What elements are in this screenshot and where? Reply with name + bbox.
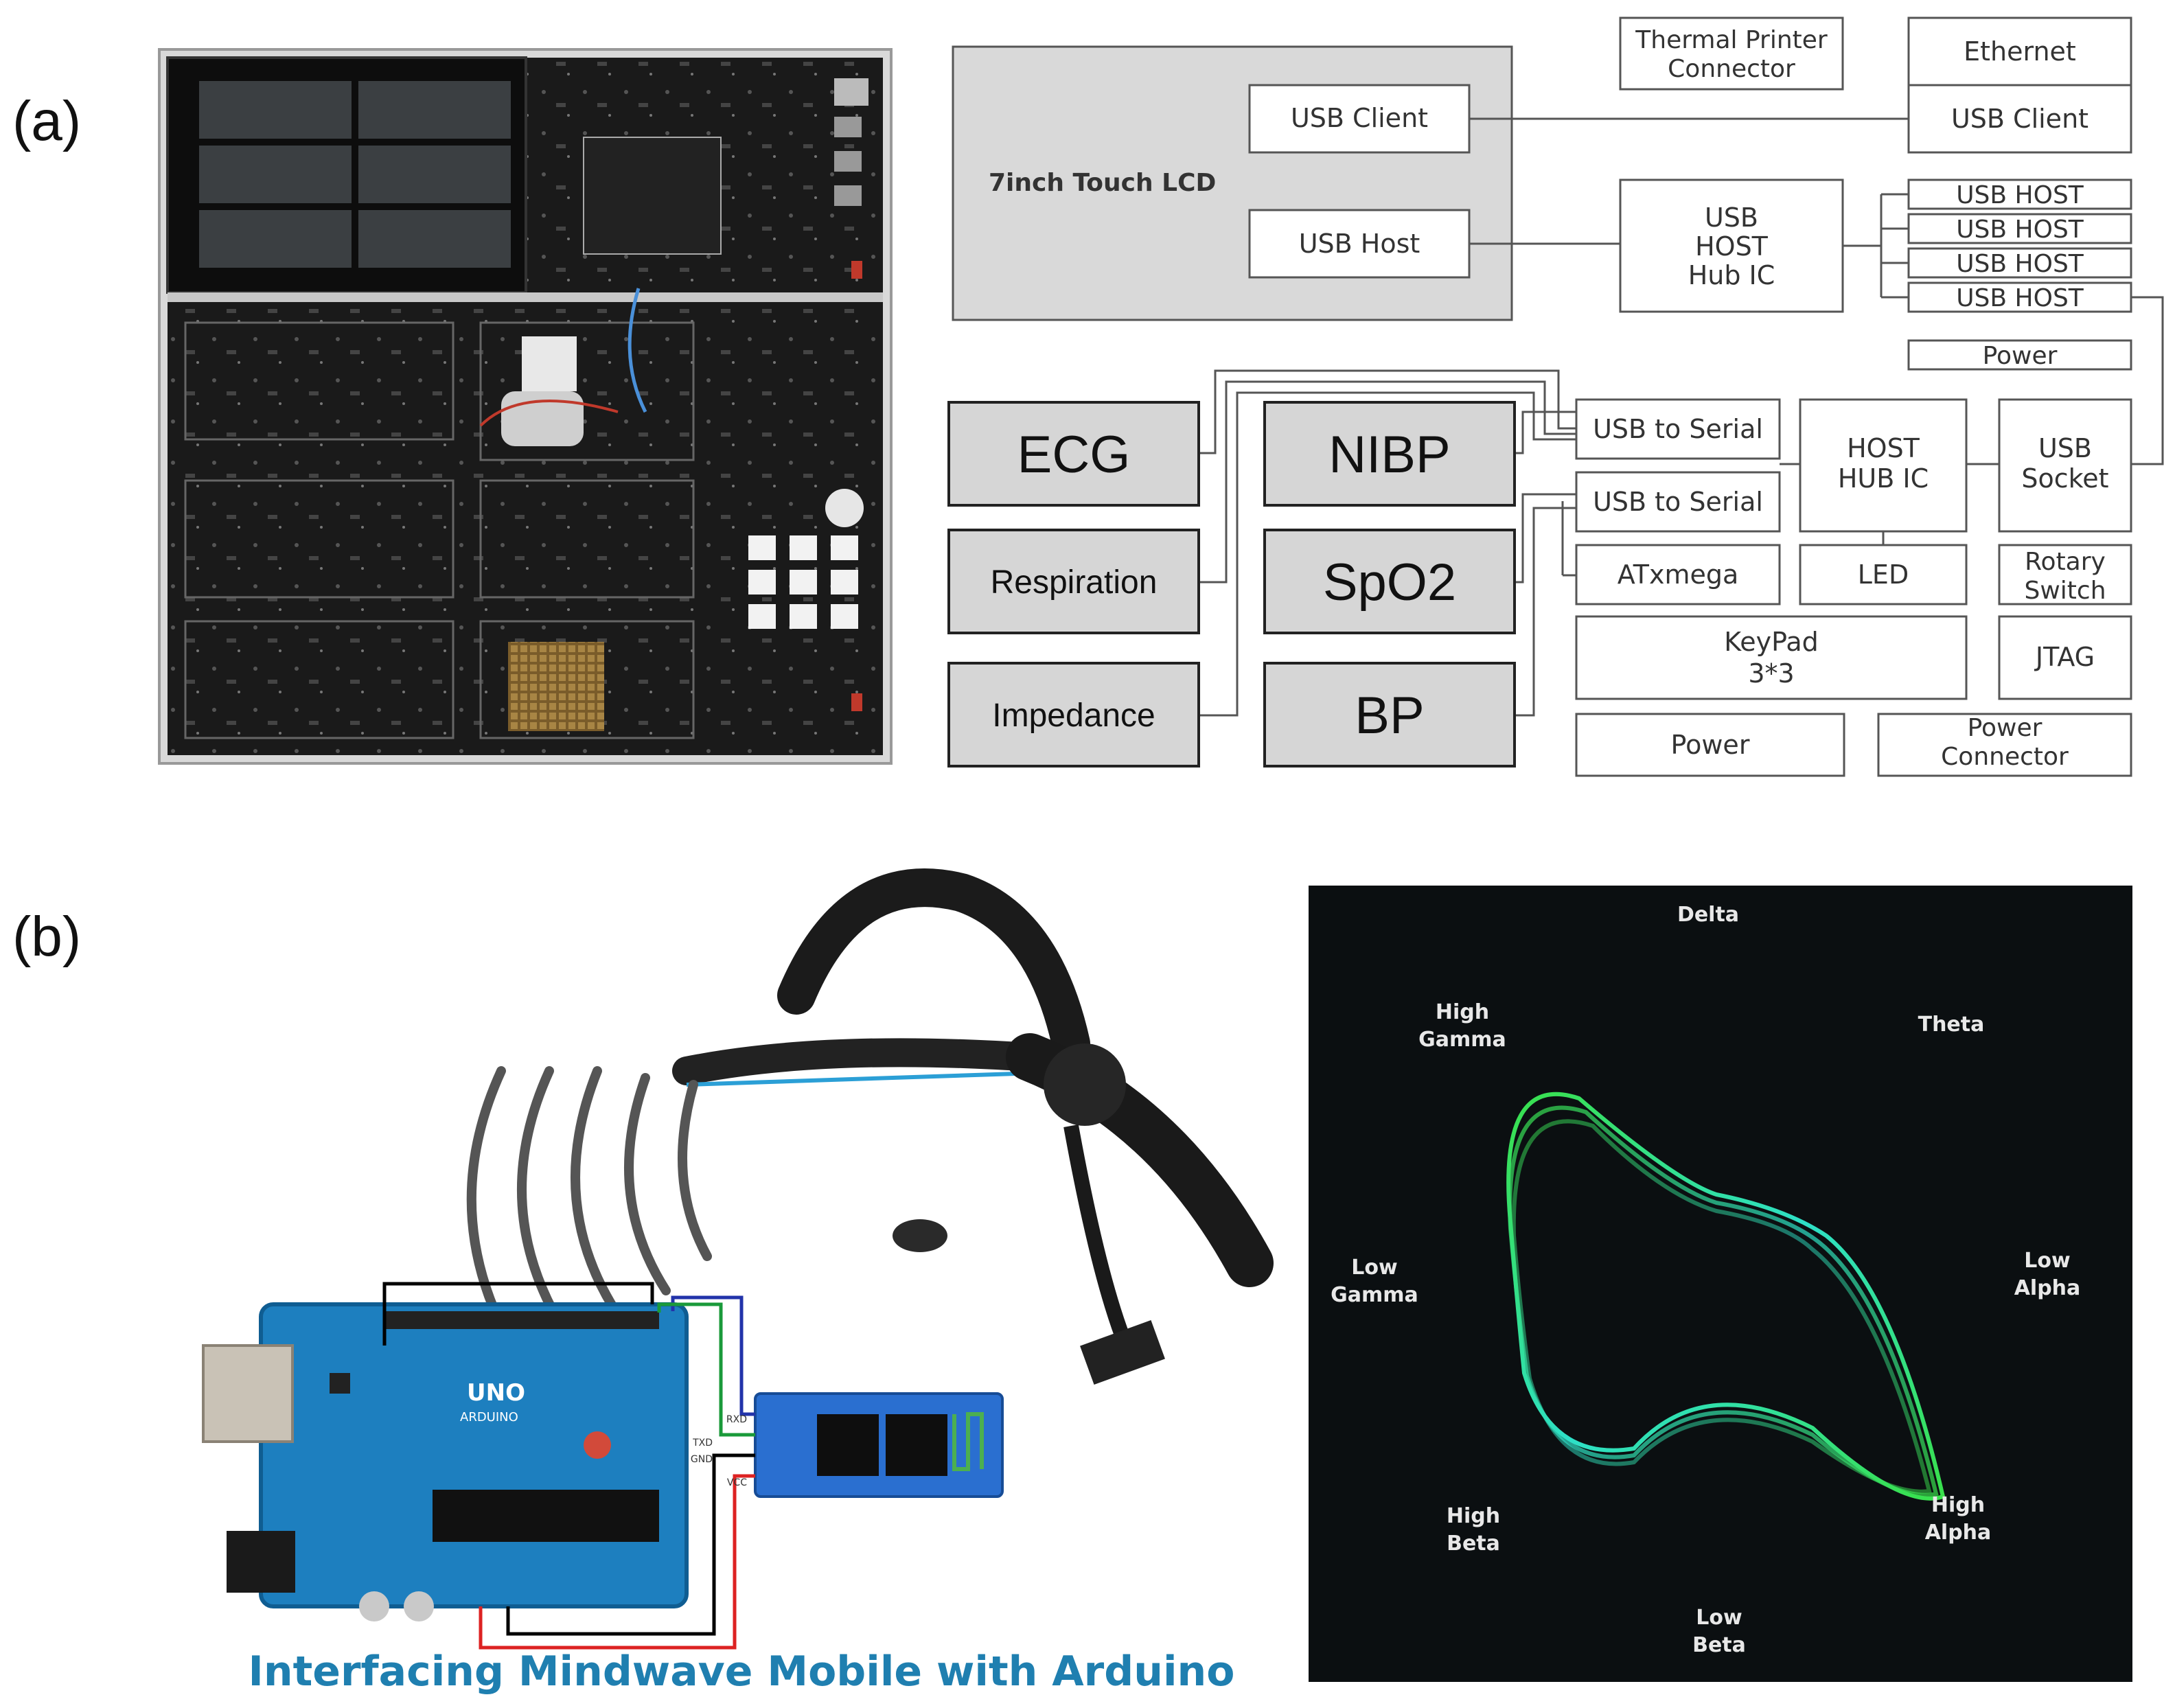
pin-vcc: VCC <box>727 1477 747 1488</box>
label-low-gamma-1: Low <box>1351 1256 1397 1280</box>
pin-gnd: GND <box>691 1454 713 1465</box>
usb-host-port-3: USB HOST <box>1956 250 2084 278</box>
lcd-usb-host: USB Host <box>1299 229 1420 259</box>
label-low-gamma-2: Gamma <box>1331 1283 1418 1307</box>
label-low-beta-2: Beta <box>1692 1633 1746 1657</box>
label-high-beta-2: Beta <box>1447 1532 1500 1556</box>
pin-txd: TXD <box>692 1438 713 1449</box>
host-hub-line2: HUB IC <box>1838 463 1929 494</box>
right-usb-client: USB Client <box>1951 104 2088 134</box>
usb-host-port-2: USB HOST <box>1956 216 2084 244</box>
headset-band <box>777 868 1090 1063</box>
lcd-usb-client: USB Client <box>1291 103 1428 133</box>
power-bottom: Power <box>1671 730 1750 760</box>
label-theta: Theta <box>1918 1013 1985 1037</box>
atxmega-label: ATxmega <box>1618 559 1739 590</box>
jtag-label: JTAG <box>2034 642 2095 672</box>
host-hub-line1: HOST <box>1847 433 1920 463</box>
usb-to-serial-1: USB to Serial <box>1593 414 1763 444</box>
module-ecg: ECG <box>1017 426 1131 484</box>
ethernet-label: Ethernet <box>1964 36 2076 67</box>
usb-socket-line1: USB <box>2038 433 2092 463</box>
power-top: Power <box>1983 342 2058 370</box>
label-high-alpha-2: Alpha <box>1925 1521 1992 1545</box>
usb-host-port-4: USB HOST <box>1956 284 2084 312</box>
module-respiration: Respiration <box>991 564 1158 601</box>
usb-port <box>202 1344 294 1443</box>
atmega-chip <box>433 1490 659 1542</box>
reset-button <box>584 1431 611 1459</box>
label-high-gamma-1: High <box>1436 1000 1489 1024</box>
label-high-beta-1: High <box>1447 1504 1500 1528</box>
lcd-title: 7inch Touch LCD <box>989 169 1216 197</box>
module-nibp: NIBP <box>1328 426 1450 484</box>
label-low-alpha-1: Low <box>2024 1249 2070 1273</box>
brainwave-shape <box>1506 1092 1946 1501</box>
label-low-beta-1: Low <box>1696 1606 1742 1630</box>
board-brand-text: ARDUINO <box>460 1410 518 1424</box>
sensor-icon <box>893 1219 947 1252</box>
usb-socket-line2: Socket <box>2021 463 2108 494</box>
keypad-line2: 3*3 <box>1748 658 1794 689</box>
hub-line1: USB <box>1705 203 1758 233</box>
label-delta: Delta <box>1677 903 1739 927</box>
hub-line2: HOST <box>1695 231 1769 262</box>
thermal-printer-line2: Connector <box>1668 55 1795 83</box>
arduino-caption: Interfacing Mindwave Mobile with Arduino <box>248 1648 1235 1696</box>
power-connector-line2: Connector <box>1941 743 2069 771</box>
usb-to-serial-2: USB to Serial <box>1593 487 1763 517</box>
power-connector-line1: Power <box>1968 714 2042 742</box>
headset-earpiece <box>1044 1043 1126 1126</box>
rotary-line2: Switch <box>2024 577 2106 605</box>
module-impedance: Impedance <box>992 697 1155 734</box>
keypad-line1: KeyPad <box>1724 627 1819 657</box>
board-logo-text: UNO <box>467 1379 525 1407</box>
module-spo2: SpO2 <box>1323 553 1456 612</box>
panel-label-b: (b) <box>12 905 82 968</box>
pin-rxd: RXD <box>726 1414 747 1425</box>
usb-host-port-1: USB HOST <box>1956 181 2084 209</box>
thermal-printer-line1: Thermal Printer <box>1635 26 1828 54</box>
module-bp: BP <box>1355 686 1424 745</box>
hub-line3: Hub IC <box>1688 260 1775 290</box>
power-jack <box>227 1531 295 1593</box>
label-high-alpha-1: High <box>1931 1493 1985 1517</box>
led-label: LED <box>1858 559 1909 590</box>
panel-label-a: (a) <box>12 90 82 152</box>
brainwave-panel <box>1309 886 2132 1682</box>
label-high-gamma-2: Gamma <box>1418 1028 1506 1052</box>
label-low-alpha-2: Alpha <box>2014 1276 2081 1300</box>
rotary-line1: Rotary <box>2025 548 2106 576</box>
